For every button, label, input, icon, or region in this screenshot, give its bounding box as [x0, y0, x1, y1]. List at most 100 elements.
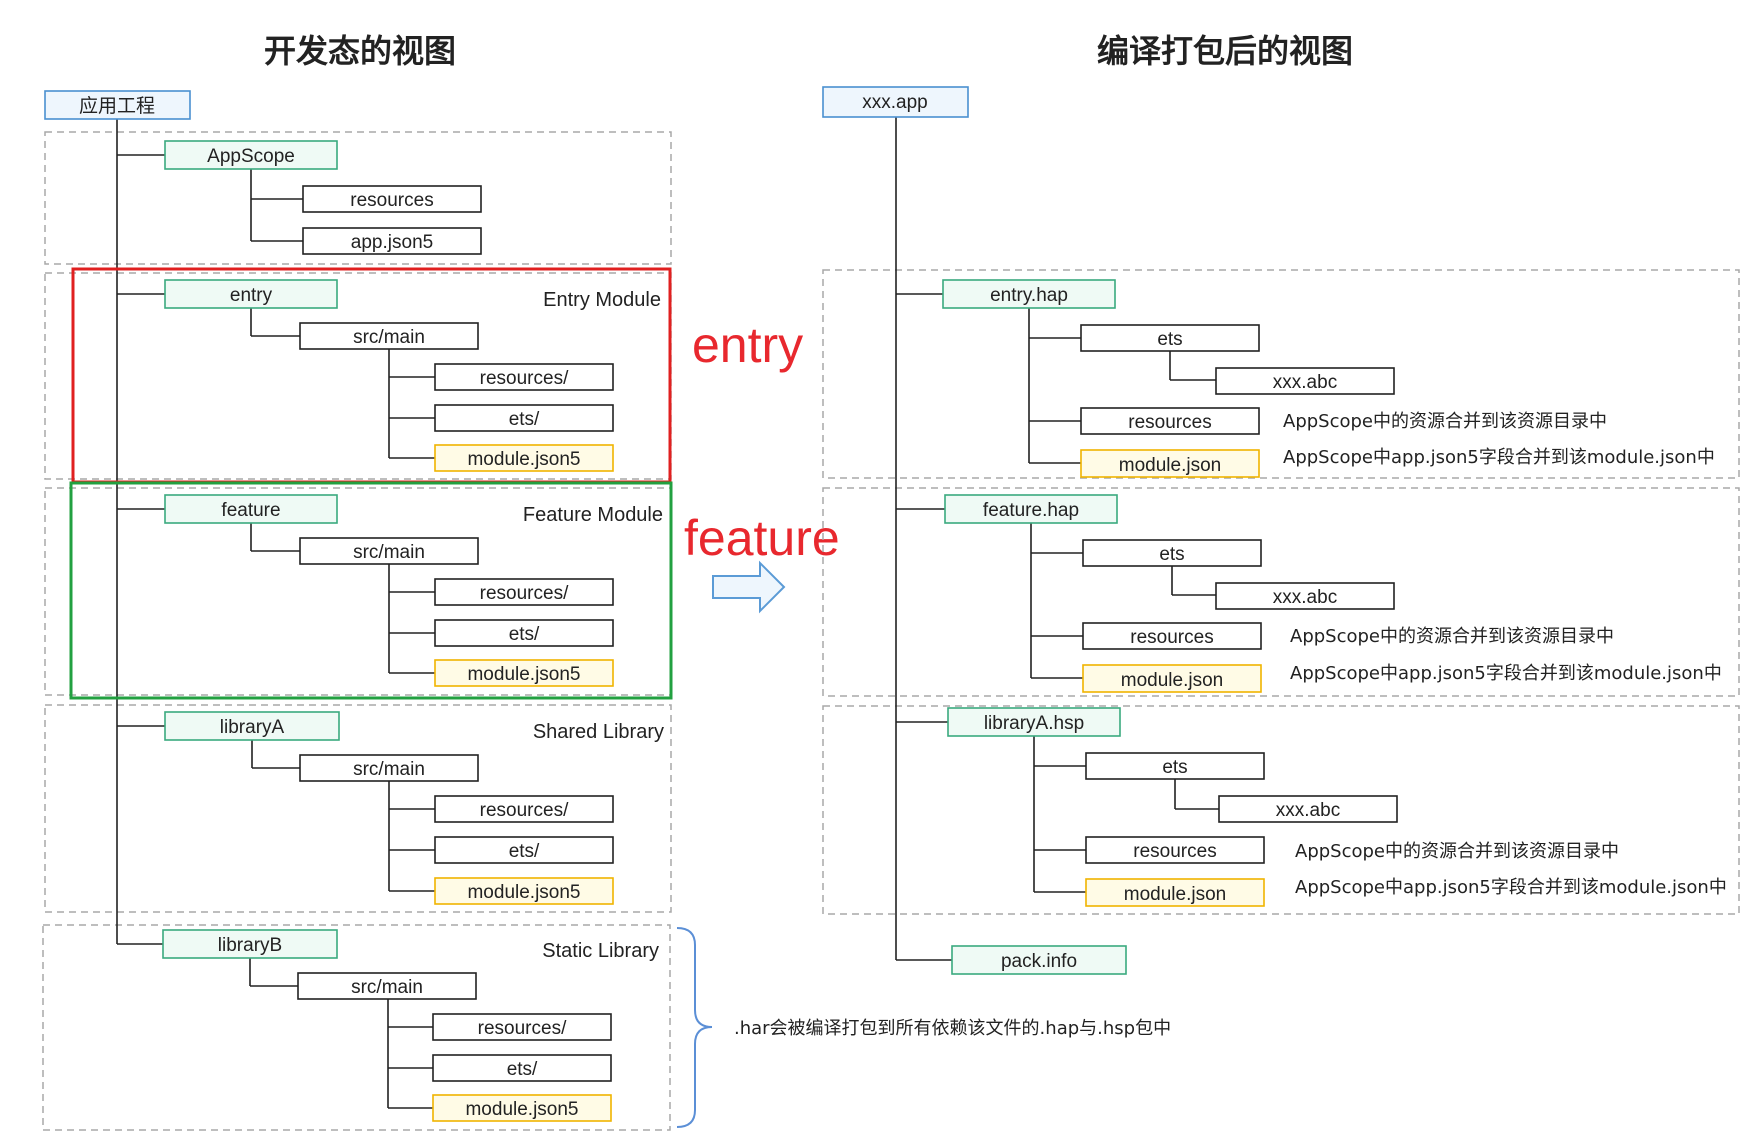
feature-hap-resources-note: AppScope中的资源合并到该资源目录中 — [1290, 626, 1614, 647]
right-tree-lines — [895, 117, 1219, 961]
left-root-label: 应用工程 — [79, 95, 155, 117]
left-root-node: 应用工程 — [44, 90, 191, 120]
entry-hap-resources-label: resources — [1128, 412, 1211, 433]
entry-node: entry — [164, 279, 338, 309]
feature-label: feature — [221, 500, 280, 521]
librarya-hsp-label: libraryA.hsp — [984, 713, 1084, 734]
librarya-resources-label: resources/ — [480, 800, 569, 821]
libraryb-src-label: src/main — [351, 977, 423, 998]
librarya-hsp-node: libraryA.hsp — [947, 707, 1121, 737]
librarya-label: libraryA — [220, 717, 285, 738]
appscope-resources-label: resources — [350, 190, 433, 211]
entry-modulejson5-node: module.json5 — [434, 444, 614, 472]
librarya-src-label: src/main — [353, 759, 425, 780]
feature-hap-ets-node: ets — [1082, 539, 1262, 567]
feature-section — [44, 487, 672, 696]
entry-ets-node: ets/ — [434, 404, 614, 432]
entry-hap-module-label: module.json — [1119, 455, 1221, 476]
feature-section-label: Feature Module — [523, 504, 663, 526]
brace-icon — [676, 927, 713, 1128]
feature-hap-module-note: AppScope中app.json5字段合并到该module.json中 — [1290, 663, 1722, 684]
librarya-hsp-ets-label: ets — [1162, 757, 1187, 778]
librarya-section-label: Shared Library — [533, 721, 664, 743]
entry-label: entry — [230, 285, 273, 306]
entry-section-label: Entry Module — [543, 289, 661, 311]
feature-hap-module-node: module.json — [1082, 664, 1262, 693]
libraryb-modulejson5-label: module.json5 — [465, 1099, 578, 1120]
feature-resources-node: resources/ — [434, 578, 614, 606]
appscope-node: AppScope — [164, 140, 338, 170]
entry-hap-module-note: AppScope中app.json5字段合并到该module.json中 — [1283, 447, 1715, 468]
left-tree-lines — [116, 119, 435, 1109]
entry-hap-section — [822, 269, 1740, 479]
feature-ets-label: ets/ — [509, 624, 540, 645]
entry-hap-label: entry.hap — [990, 285, 1068, 306]
entry-hap-node: entry.hap — [942, 279, 1116, 309]
feature-modulejson5-node: module.json5 — [434, 659, 614, 687]
librarya-hsp-resources-node: resources — [1085, 836, 1265, 864]
librarya-resources-node: resources/ — [434, 795, 614, 823]
libraryb-ets-label: ets/ — [507, 1059, 538, 1080]
entry-hap-ets-node: ets — [1080, 324, 1260, 352]
feature-hap-abc-node: xxx.abc — [1215, 582, 1395, 610]
appscope-resources-node: resources — [302, 185, 482, 213]
librarya-hsp-module-node: module.json — [1085, 878, 1265, 907]
librarya-hsp-module-note: AppScope中app.json5字段合并到该module.json中 — [1295, 877, 1727, 898]
librarya-hsp-abc-node: xxx.abc — [1218, 795, 1398, 823]
right-view-title: 编译打包后的视图 — [1097, 32, 1353, 70]
libraryb-section-label: Static Library — [542, 940, 659, 962]
librarya-hsp-abc-label: xxx.abc — [1276, 800, 1340, 821]
librarya-node: libraryA — [164, 711, 340, 741]
feature-hap-resources-node: resources — [1082, 622, 1262, 650]
librarya-hsp-ets-node: ets — [1085, 752, 1265, 780]
feature-src-label: src/main — [353, 542, 425, 563]
libraryb-src-node: src/main — [297, 972, 477, 1000]
feature-resources-label: resources/ — [480, 583, 569, 604]
entry-modulejson5-label: module.json5 — [467, 449, 580, 470]
entry-hap-abc-node: xxx.abc — [1215, 367, 1395, 395]
entry-section — [44, 272, 672, 480]
appscope-label: AppScope — [207, 146, 295, 167]
feature-node: feature — [164, 494, 338, 524]
libraryb-label: libraryB — [218, 935, 282, 956]
entry-hap-resources-node: resources — [1080, 407, 1260, 435]
entry-src-label: src/main — [353, 327, 425, 348]
feature-hap-module-label: module.json — [1121, 670, 1223, 691]
feature-src-node: src/main — [299, 537, 479, 565]
feature-highlight-frame — [69, 481, 673, 700]
libraryb-section — [42, 924, 671, 1131]
librarya-modulejson5-node: module.json5 — [434, 877, 614, 905]
feature-hap-abc-label: xxx.abc — [1273, 587, 1337, 608]
entry-ets-label: ets/ — [509, 409, 540, 430]
feature-modulejson5-label: module.json5 — [467, 664, 580, 685]
entry-highlight-label: entry — [692, 317, 803, 373]
feature-hap-ets-label: ets — [1159, 544, 1184, 565]
librarya-hsp-section — [822, 705, 1740, 915]
left-view-title: 开发态的视图 — [264, 32, 456, 70]
libraryb-resources-node: resources/ — [432, 1013, 612, 1041]
librarya-ets-node: ets/ — [434, 836, 614, 864]
entry-src-node: src/main — [299, 322, 479, 350]
entry-resources-label: resources/ — [480, 368, 569, 389]
entry-hap-ets-label: ets — [1157, 329, 1182, 350]
feature-hap-resources-label: resources — [1130, 627, 1213, 648]
librarya-hsp-resources-label: resources — [1133, 841, 1216, 862]
librarya-src-node: src/main — [299, 754, 479, 782]
feature-ets-node: ets/ — [434, 619, 614, 647]
librarya-ets-label: ets/ — [509, 841, 540, 862]
feature-hap-section — [822, 487, 1740, 697]
librarya-modulejson5-label: module.json5 — [467, 882, 580, 903]
libraryb-node: libraryB — [162, 929, 338, 959]
right-arrow-icon — [712, 560, 786, 614]
entry-hap-abc-label: xxx.abc — [1273, 372, 1337, 393]
feature-hap-node: feature.hap — [944, 494, 1118, 524]
feature-hap-label: feature.hap — [983, 500, 1079, 521]
entry-hap-module-node: module.json — [1080, 449, 1260, 478]
librarya-hsp-module-label: module.json — [1124, 884, 1226, 905]
entry-hap-resources-note: AppScope中的资源合并到该资源目录中 — [1283, 411, 1607, 432]
right-root-label: xxx.app — [862, 92, 927, 113]
appscope-section — [44, 131, 672, 265]
libraryb-modulejson5-node: module.json5 — [432, 1094, 612, 1122]
